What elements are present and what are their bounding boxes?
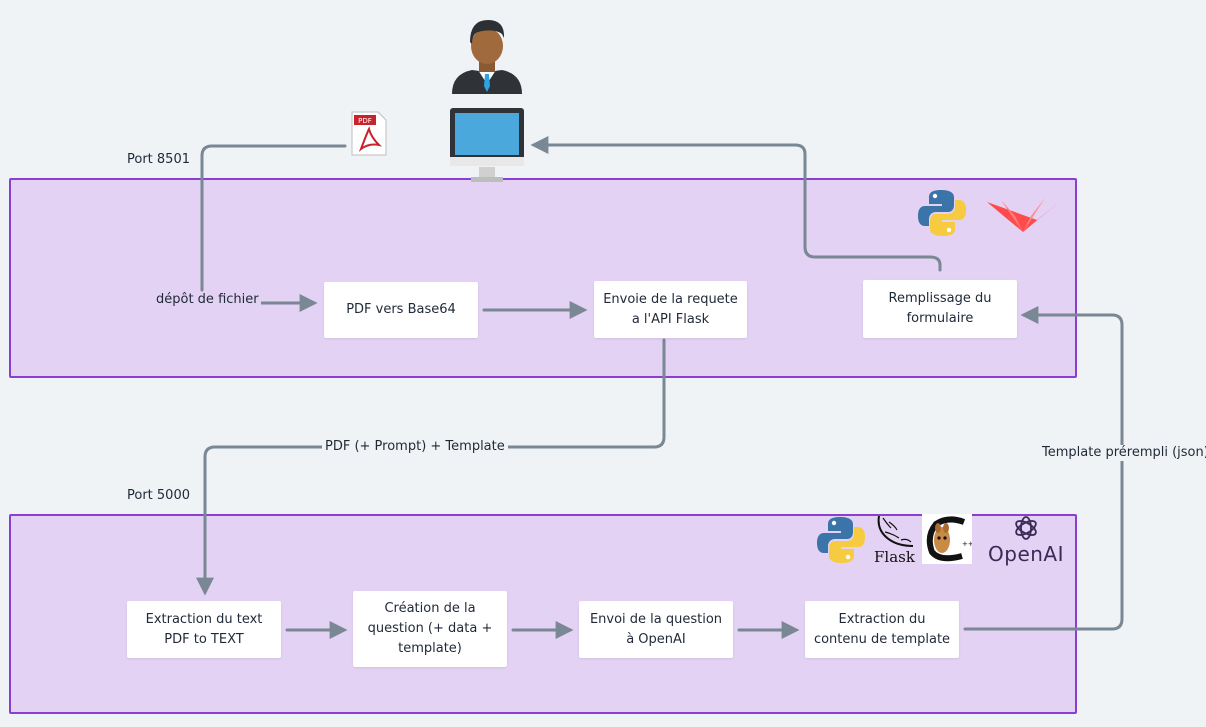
extraction-contenu-node: Extraction du contenu de template [805, 601, 959, 658]
depot-label: dépôt de fichier [154, 292, 261, 308]
envoi-openai-text: Envoi de la question à OpenAI [589, 611, 723, 647]
streamlit-logo [987, 198, 1059, 232]
llama-logo: ++ [922, 514, 972, 564]
openai-logo-text: OpenAI [988, 542, 1064, 566]
extraction-text-text: Extraction du text PDF to TEXT [145, 611, 263, 647]
template-prerempli-label: Template prérempli (json) [1039, 445, 1206, 461]
python-logo-flask-zone [817, 517, 865, 563]
creation-question-text: Création de la question (+ data + templa… [367, 601, 493, 656]
pdf-icon-text: PDF [358, 117, 372, 125]
pdf-vers-base64-text: PDF vers Base64 [346, 302, 456, 317]
remplissage-text: Remplissage du formulaire [888, 291, 992, 326]
monitor-icon [450, 108, 524, 182]
flask-logo-text: Flask [874, 548, 915, 566]
python-logo [918, 190, 966, 236]
pdf-prompt-template-label: PDF (+ Prompt) + Template [322, 439, 508, 455]
user-icon [452, 20, 522, 94]
envoie-requete-text: Envoie de la requete a l'API Flask [603, 291, 738, 327]
port-5000-label: Port 5000 [127, 488, 190, 503]
extraction-text-node: Extraction du text PDF to TEXT [127, 601, 281, 658]
svg-text:++: ++ [962, 540, 972, 548]
port-8501-label: Port 8501 [127, 152, 190, 167]
envoie-requete-node: Envoie de la requete a l'API Flask [594, 281, 747, 338]
pdf-file-icon: PDF [351, 111, 387, 156]
envoi-openai-node: Envoi de la question à OpenAI [579, 601, 733, 658]
flask-logo [877, 515, 914, 547]
remplissage-node: Remplissage du formulaire [863, 280, 1017, 338]
creation-question-node: Création de la question (+ data + templa… [353, 591, 507, 667]
openai-logo [1015, 516, 1037, 540]
extraction-contenu-text: Extraction du contenu de template [813, 611, 951, 647]
pdf-vers-base64-node: PDF vers Base64 [324, 282, 478, 338]
